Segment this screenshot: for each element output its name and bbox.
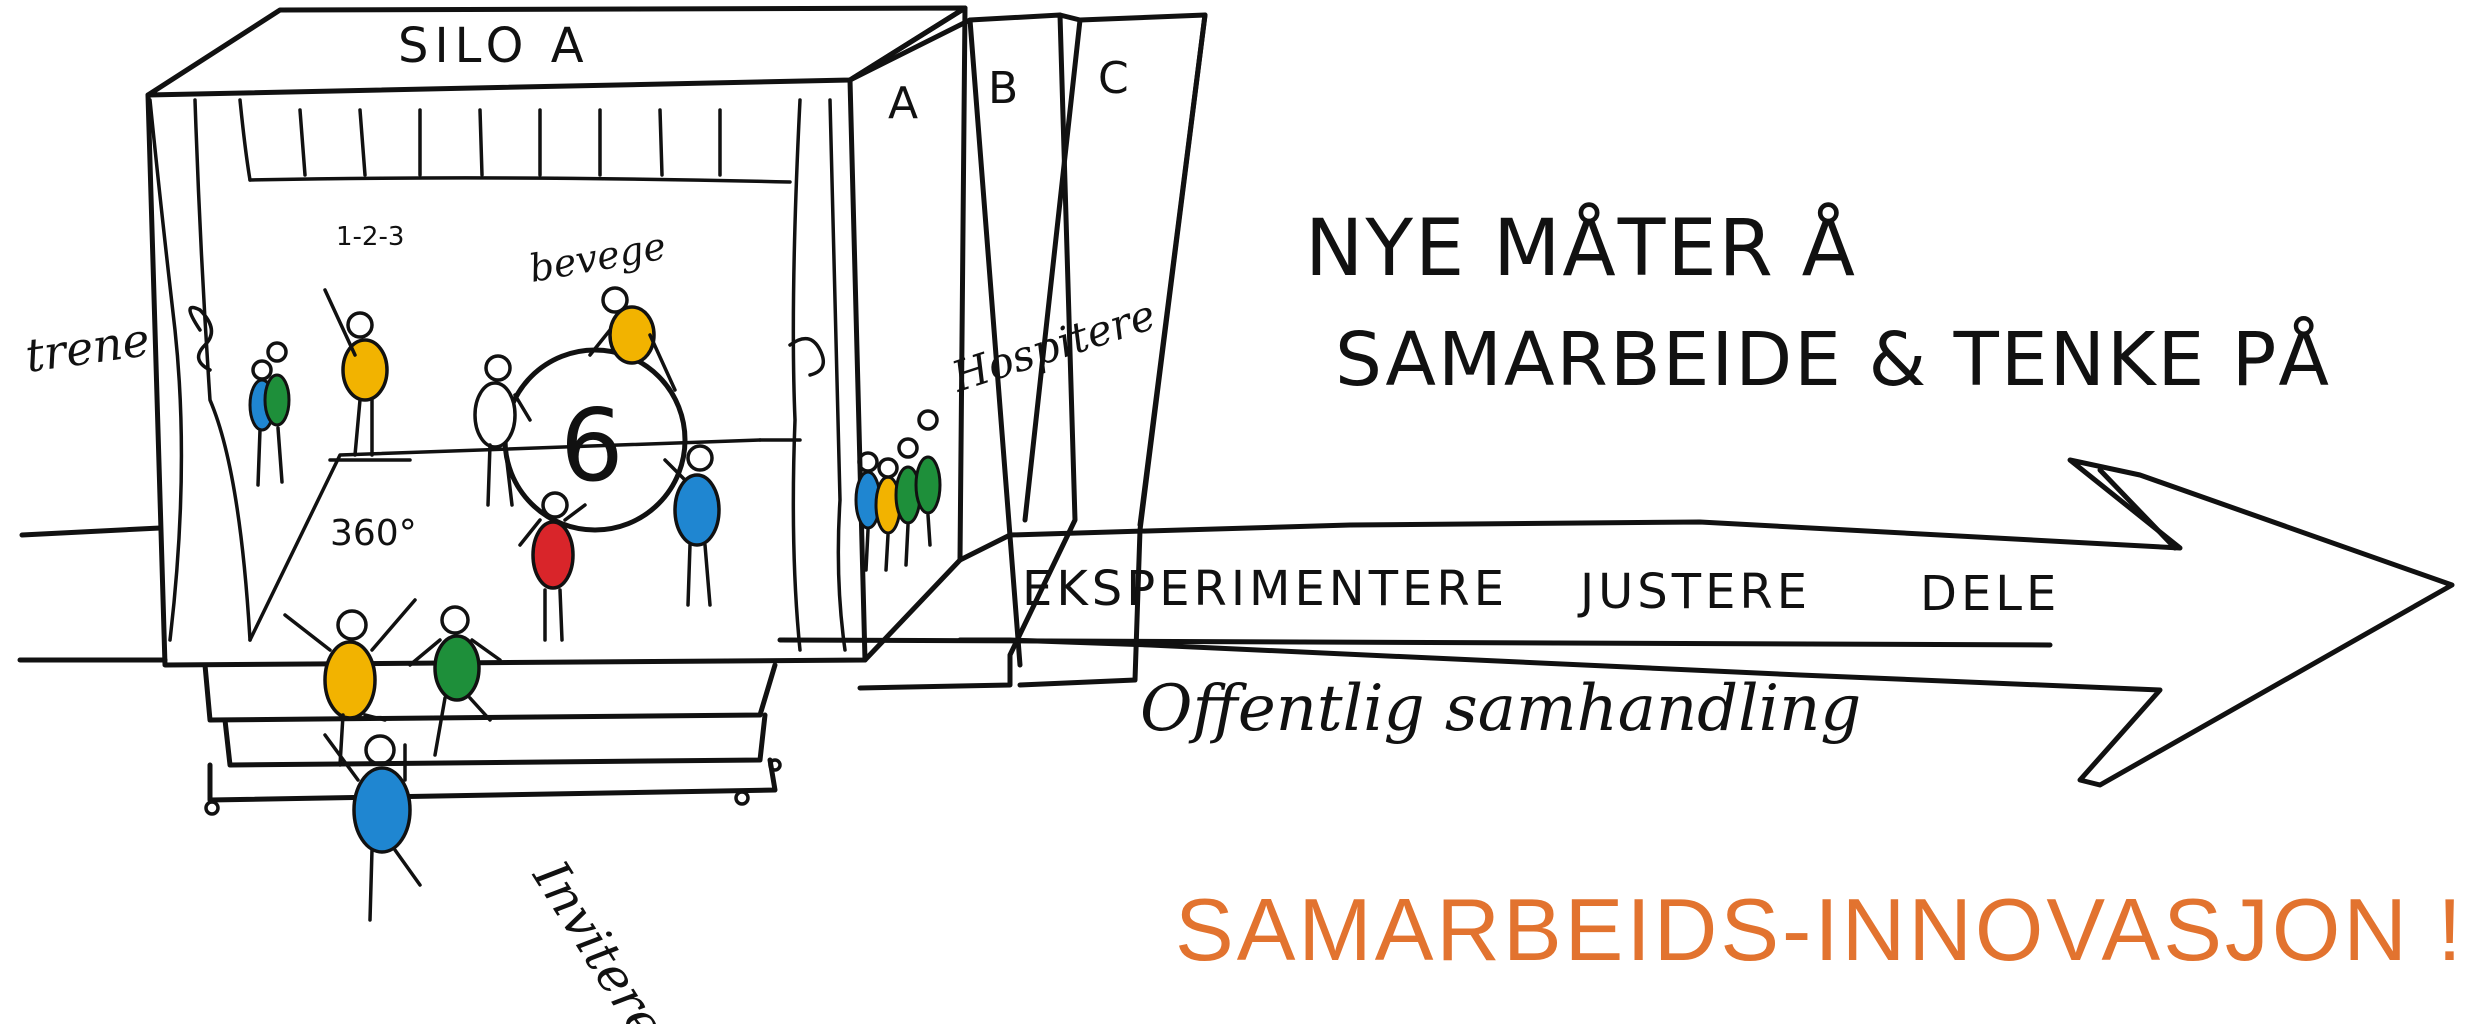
figure-blue-2: [323, 733, 422, 922]
big-ball: 6: [502, 347, 688, 533]
label-bevege: bevege: [526, 224, 669, 291]
label-count: 1-2-3: [336, 222, 404, 252]
label-invitere: Invitere: [521, 850, 676, 1024]
figure-yellow-1: [323, 288, 389, 457]
label-hospitere: Hospitere: [945, 290, 1161, 402]
binder-label-a: A: [888, 78, 918, 129]
big-arrow: [957, 457, 2455, 788]
figure-pair-left: [248, 341, 291, 487]
label-trene: trene: [22, 312, 153, 383]
silo-box: [145, 5, 968, 668]
arrow-caption: Offentlig samhandling: [1140, 672, 1861, 746]
heading-line-1: NYE MÅTER Å: [1305, 202, 1857, 294]
headline: SAMARBEIDS-INNOVASJON !: [1175, 880, 2465, 979]
figure-blue-1: [663, 444, 721, 607]
figure-red: [518, 491, 587, 642]
arrow-word-3: DELE: [1920, 566, 2060, 622]
arrow-word-2: JUSTERE: [1577, 564, 1811, 620]
figure-white: [473, 354, 532, 507]
silo-title: SILO A: [398, 18, 590, 74]
stage-stairs: [202, 662, 782, 816]
figure-green-1: [408, 605, 502, 757]
ball-number: 6: [560, 387, 624, 504]
figure-yellow-2: [588, 286, 677, 392]
figure-yellow-3: [283, 598, 417, 767]
label-degrees: 360°: [330, 513, 417, 554]
figure-group-right: [854, 409, 942, 572]
figures: [248, 286, 942, 922]
binder-label-c: C: [1098, 53, 1129, 104]
arrow-word-1: EKSPERIMENTERE: [1022, 561, 1508, 617]
binder-label-b: B: [988, 63, 1018, 114]
binder-shelf: [847, 12, 1208, 691]
heading-line-2: SAMARBEIDE & TENKE PÅ: [1335, 315, 2331, 403]
